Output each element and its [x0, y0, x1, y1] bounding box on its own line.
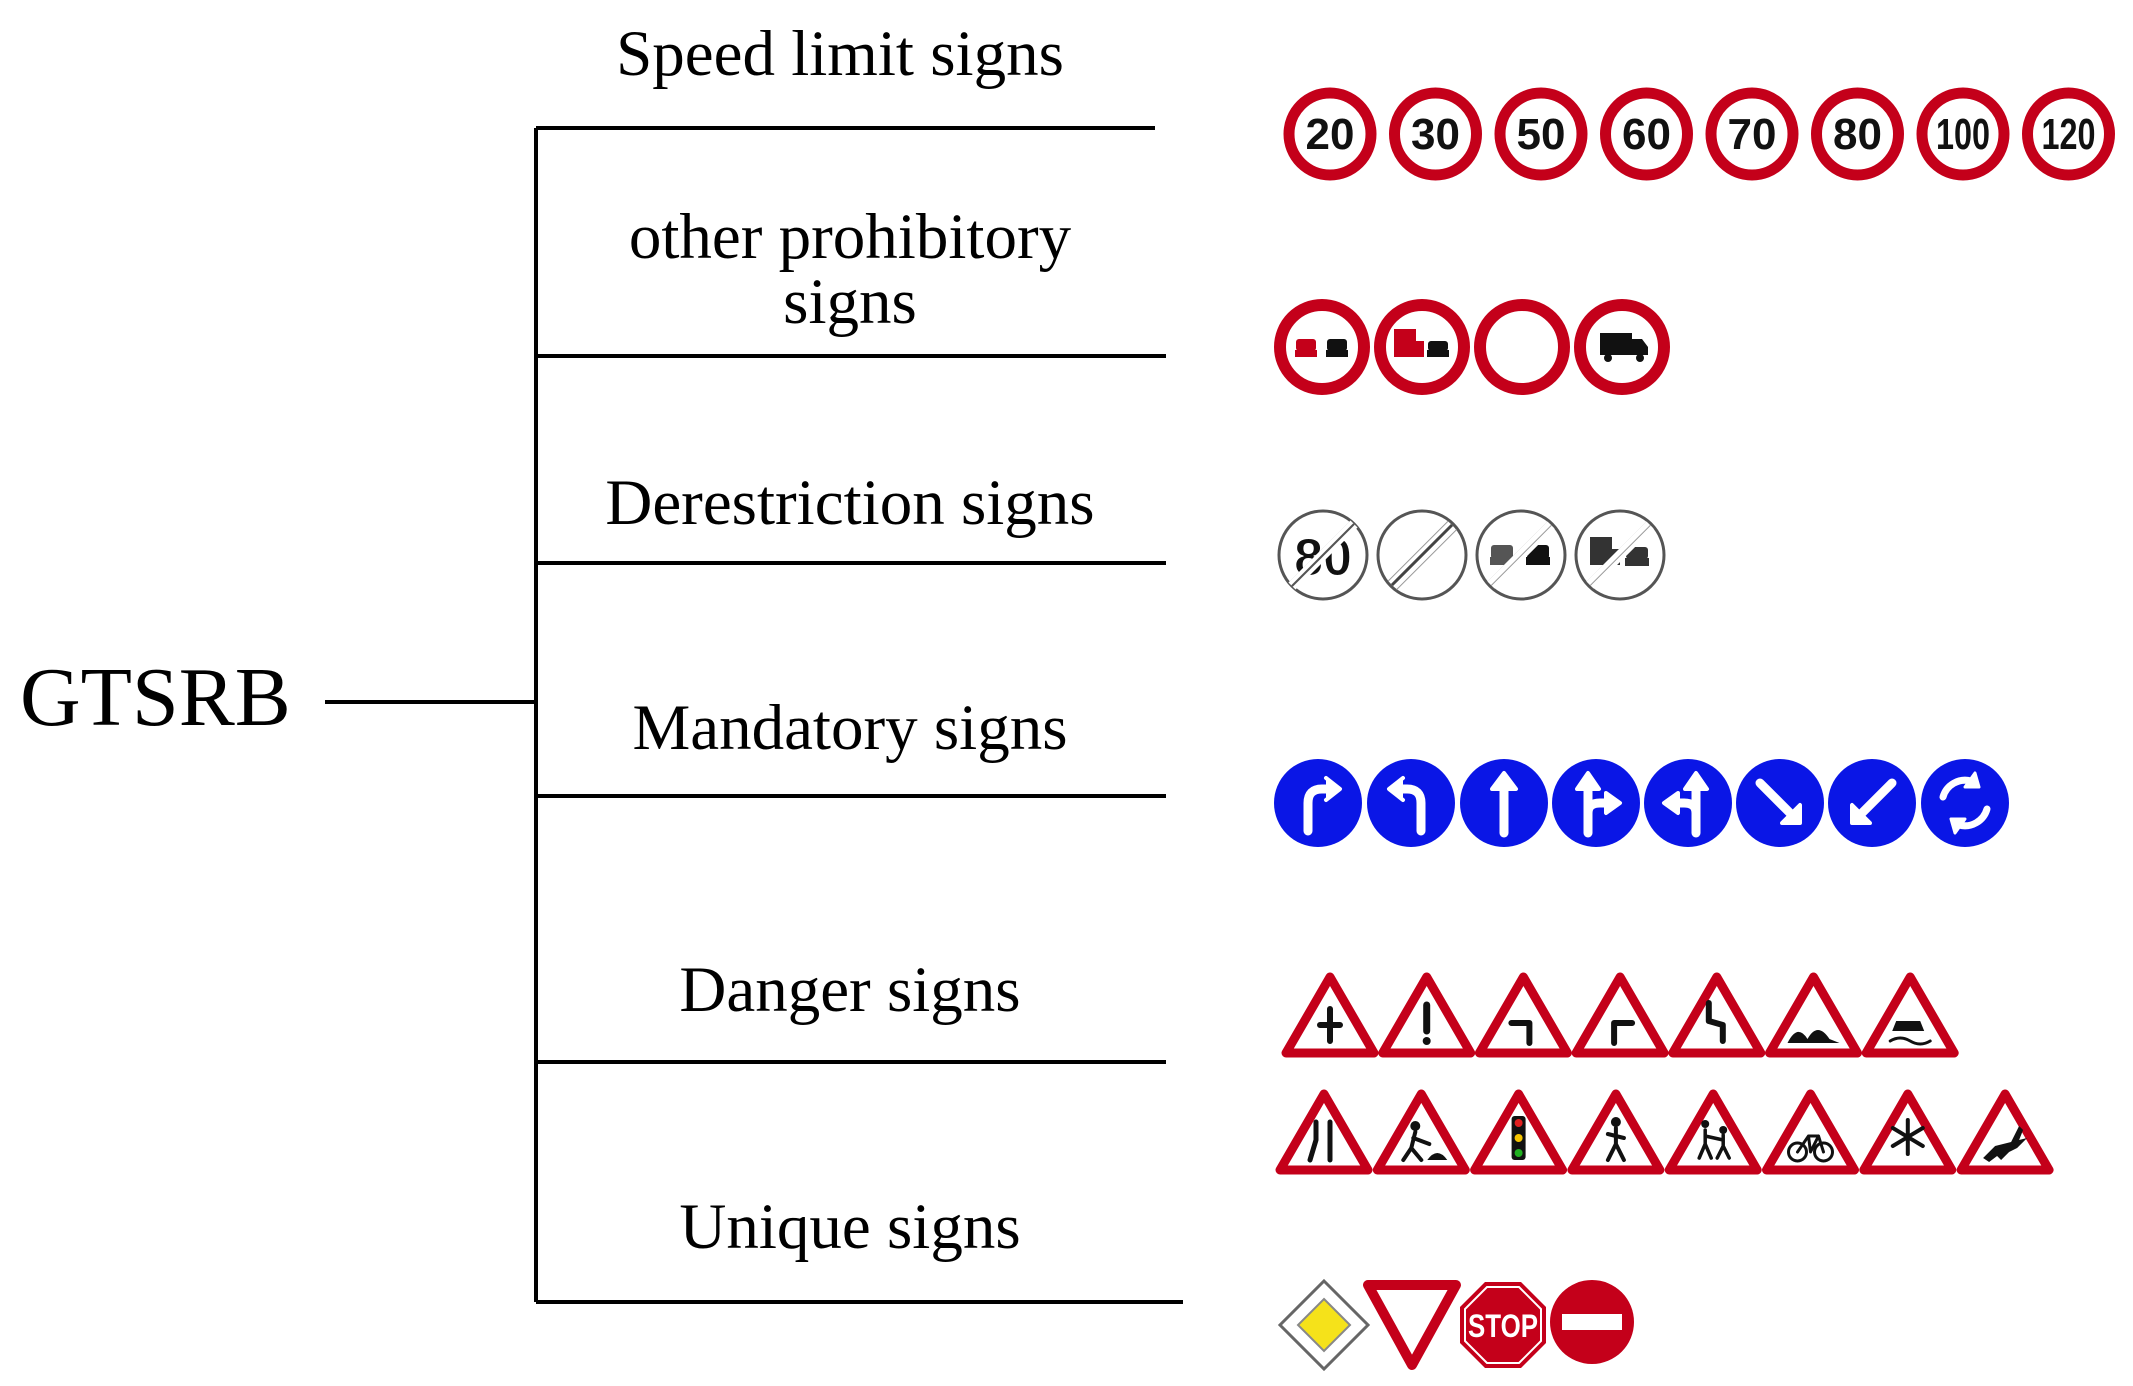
no-overtaking-trucks-icon — [1374, 299, 1470, 395]
road-narrows-icon — [1275, 1089, 1373, 1175]
traffic-signals-icon — [1470, 1089, 1568, 1175]
slippery-road-icon — [1861, 972, 1959, 1058]
category-label-mandatory: Mandatory signs — [632, 692, 1068, 764]
general-caution-icon — [1378, 972, 1476, 1058]
turn-left-ahead-icon — [1367, 759, 1455, 847]
no-entry-icon — [1550, 1280, 1634, 1364]
speed-limit-80-icon: 80 — [1811, 87, 1904, 181]
speed-limit-signs: 20 30 50 60 70 80 100 120 — [1283, 87, 2115, 181]
double-curve-icon — [1668, 972, 1766, 1058]
road-work-icon — [1372, 1089, 1470, 1175]
category-label-other-prohibitory-line1: other prohibitory — [628, 201, 1072, 273]
tree-connectors — [325, 126, 1183, 1304]
curve-right-icon — [1571, 972, 1669, 1058]
category-label-speed-limit: Speed limit signs — [616, 18, 1064, 90]
keep-right-icon — [1736, 759, 1824, 847]
category-label-other-prohibitory-line2: signs — [783, 266, 917, 338]
other-prohibitory-signs — [1274, 299, 1670, 395]
end-all-restrictions-icon — [1376, 509, 1468, 601]
unique-signs: STOP — [1277, 1278, 1634, 1372]
category-label-danger: Danger signs — [679, 954, 1021, 1026]
pedestrians-icon — [1567, 1089, 1665, 1175]
end-speed-limit-80-icon: 80 — [1277, 509, 1369, 601]
speed-limit-value: 100 — [1936, 110, 1990, 159]
straight-or-left-icon — [1644, 759, 1732, 847]
speed-limit-value: 50 — [1517, 110, 1566, 159]
derestriction-signs: 80 — [1277, 509, 1666, 601]
roundabout-icon — [1921, 759, 2009, 847]
bicycles-crossing-icon — [1762, 1089, 1859, 1175]
root-label-gtsrb: GTSRB — [20, 651, 291, 744]
danger-signs — [1275, 972, 2054, 1175]
category-label-derestriction: Derestriction signs — [605, 467, 1095, 539]
bumpy-road-icon — [1765, 972, 1862, 1058]
speed-limit-120-icon: 120 — [2022, 87, 2115, 181]
speed-limit-value: 30 — [1411, 110, 1460, 159]
ice-snow-icon — [1859, 1089, 1957, 1175]
no-vehicles-icon — [1474, 299, 1570, 395]
no-trucks-icon — [1574, 299, 1670, 395]
speed-limit-value: 60 — [1622, 110, 1671, 159]
stop-text: STOP — [1468, 1308, 1538, 1344]
end-no-overtaking-trucks-icon — [1574, 509, 1666, 601]
stop-icon: STOP — [1460, 1282, 1546, 1368]
priority-road-icon — [1277, 1278, 1371, 1372]
speed-limit-100-icon: 100 — [1916, 87, 2010, 181]
category-label-other-prohibitory: other prohibitory signs — [540, 205, 1160, 335]
end-no-overtaking-icon — [1475, 509, 1567, 601]
wild-animals-icon — [1956, 1089, 2054, 1175]
speed-limit-50-icon: 50 — [1494, 87, 1588, 181]
children-crossing-icon — [1664, 1089, 1762, 1175]
speed-limit-30-icon: 30 — [1389, 87, 1482, 181]
speed-limit-value: 20 — [1306, 110, 1355, 159]
speed-limit-70-icon: 70 — [1705, 87, 1799, 181]
ahead-only-icon — [1460, 759, 1548, 847]
speed-limit-60-icon: 60 — [1600, 87, 1693, 181]
speed-limit-value: 70 — [1728, 110, 1777, 159]
speed-limit-value: 120 — [2042, 110, 2096, 159]
speed-limit-value: 80 — [1833, 110, 1882, 159]
keep-left-icon — [1828, 759, 1916, 847]
yield-icon — [1363, 1280, 1461, 1370]
speed-limit-20-icon: 20 — [1283, 87, 1377, 181]
turn-right-ahead-icon — [1274, 759, 1362, 847]
curve-left-icon — [1474, 972, 1572, 1058]
straight-or-right-icon — [1552, 759, 1640, 847]
category-label-unique: Unique signs — [679, 1191, 1021, 1263]
right-of-way-junction-icon — [1281, 972, 1379, 1058]
mandatory-signs — [1274, 759, 2009, 847]
no-overtaking-icon — [1274, 299, 1370, 395]
